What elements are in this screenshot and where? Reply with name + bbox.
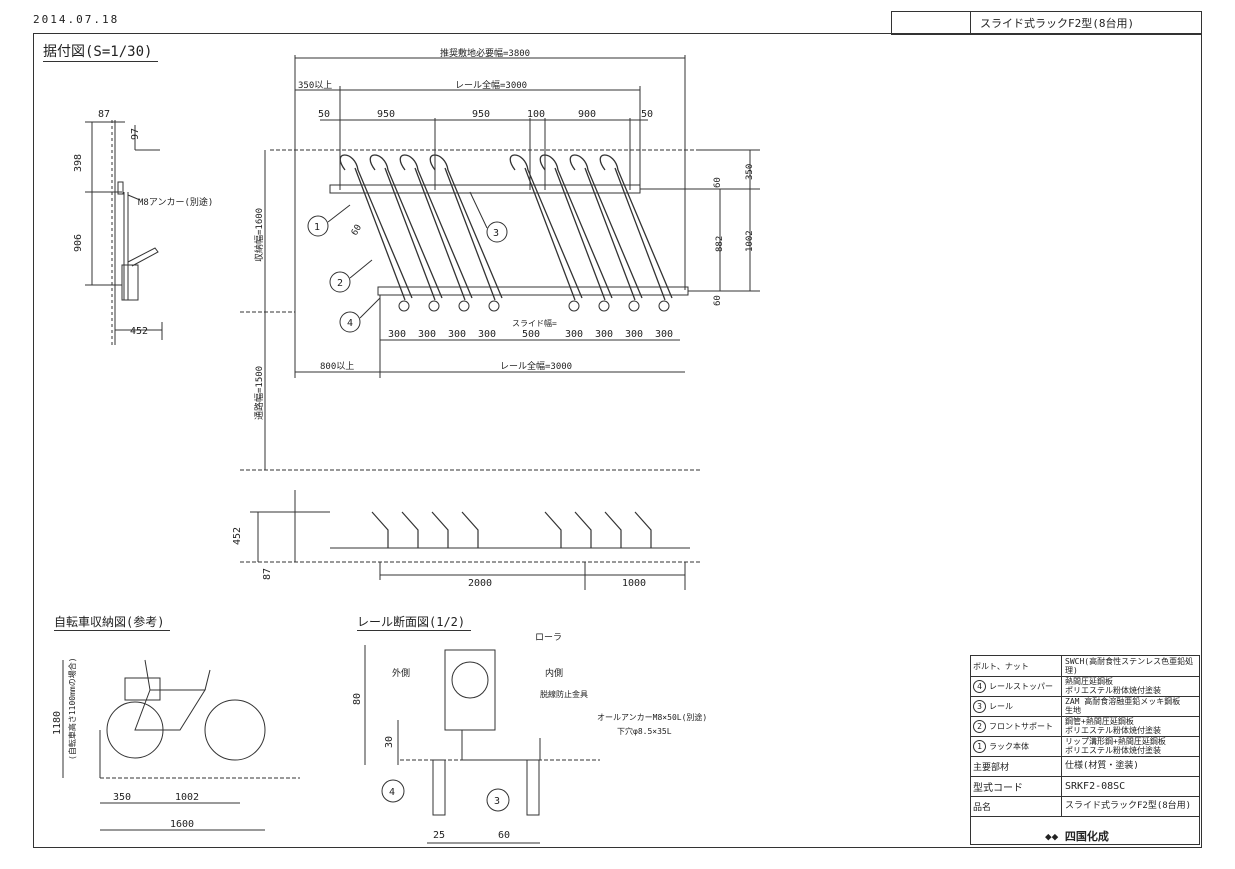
side-dim-906: 906 [73,234,84,252]
rail-label-hole: 下穴φ8.5×35L [617,726,672,736]
section-bike-title: 自転車収納図(参考) [54,613,171,631]
plan-view: 推奨敷地必要幅=3800 350以上 レール全幅=3000 50 950 950… [240,47,760,471]
bike-height-note: (自転車高さ1100mmの場合) [67,657,77,760]
drawing-frame [33,33,1202,848]
side-dim-97: 97 [130,128,141,140]
dim-angle: 60 [350,223,364,237]
dim-min-left-bottom: 800以上 [320,361,354,372]
dim-right-4: 60 [713,295,723,306]
title-block-name: スライド式ラックF2型(8台用) [980,17,1135,30]
side-dim-87: 87 [98,109,110,120]
bike-dim-1002: 1002 [175,792,199,803]
rail-dim-30: 30 [384,736,395,748]
dim-bottom-6: 300 [625,329,643,340]
side-dim-452: 452 [130,326,148,337]
dim-aisle: 通路幅=1500 [253,366,265,420]
table-row: 品名 スライド式ラックF2型(8台用) [971,796,1199,817]
dim-rail-length: レール全幅=3000 [455,79,527,91]
elev-dim-452: 452 [232,527,243,545]
svg-text:3: 3 [494,796,500,807]
dim-right-3: 1002 [745,230,755,252]
dim-bottom-0: 300 [388,329,406,340]
dim-total-width: 推奨敷地必要幅=3800 [440,47,530,59]
dim-rail-length-bottom: レール全幅=3000 [500,360,572,372]
dim-depth: 収納幅=1600 [253,208,265,262]
dim-bottom-2: 300 [448,329,466,340]
company-logo: ◆◆ 四国化成 [1045,830,1109,843]
rail-section: 4 3 ローラ 外側 内側 脱線防止金具 オールアンカーM8×50L(別途) 下… [352,632,707,844]
rail-label-outer: 外側 [392,667,410,679]
elev-dim-2000: 2000 [468,578,492,589]
title-block: スライド式ラックF2型(8台用) [891,11,1202,35]
section-install-title: 据付図(S=1/30) [43,41,159,62]
dim-right-2: 882 [715,236,725,252]
bike-height: 1180 [52,711,63,735]
svg-text:3: 3 [493,228,499,239]
bike-dim-1600: 1600 [170,819,194,830]
bike-dim-350: 350 [113,792,131,803]
side-view: 87 97 398 906 452 M8アンカー(別途) [73,109,213,345]
dim-top-3: 100 [527,109,545,120]
table-row: 型式コード SRKF2-08SC [971,776,1199,797]
rail-label-inner: 内側 [545,667,563,679]
dim-top-2: 950 [472,109,490,120]
dim-bottom-3: 300 [478,329,496,340]
svg-text:2: 2 [337,278,343,289]
anchor-note: M8アンカー(別途) [138,196,213,208]
elevation-view: 452 87 2000 1000 [232,490,700,590]
rail-dim-60: 60 [498,830,510,841]
side-dim-398: 398 [73,154,84,172]
svg-text:4: 4 [389,787,395,798]
rail-dim-80: 80 [352,693,363,705]
dim-slide-label: スライド幅= [512,318,557,328]
rail-dim-25: 25 [433,830,445,841]
dim-top-5: 50 [641,109,653,120]
dim-slide-value: 500 [522,329,540,340]
bike-view: 1180 (自転車高さ1100mmの場合) 350 1002 1600 [52,657,300,831]
dim-right-0: 60 [713,177,723,188]
table-row: ボルト、ナット SWCH(高耐食性ステンレス色亜鉛処理) [971,656,1199,677]
svg-text:1: 1 [314,222,320,233]
dim-bottom-5: 300 [595,329,613,340]
dim-bottom-4: 300 [565,329,583,340]
drawing-date: 2014.07.18 [33,13,120,26]
rail-label-guard: 脱線防止金具 [540,689,588,699]
dim-right-1: 350 [745,164,755,180]
dim-bottom-7: 300 [655,329,673,340]
elev-dim-1000: 1000 [622,578,646,589]
elev-dim-87: 87 [262,568,273,580]
rail-label-anchor: オールアンカーM8×50L(別途) [597,712,707,722]
dim-min-left: 350以上 [298,80,332,91]
rail-label-roller: ローラ [535,632,562,643]
dim-top-1: 950 [377,109,395,120]
dim-top-4: 900 [578,109,596,120]
dim-top-0: 50 [318,109,330,120]
svg-text:4: 4 [347,318,353,329]
section-rail-title: レール断面図(1/2) [357,613,472,631]
dim-bottom-1: 300 [418,329,436,340]
table-row: 主要部材 仕様(材質・塗装) [971,756,1199,777]
